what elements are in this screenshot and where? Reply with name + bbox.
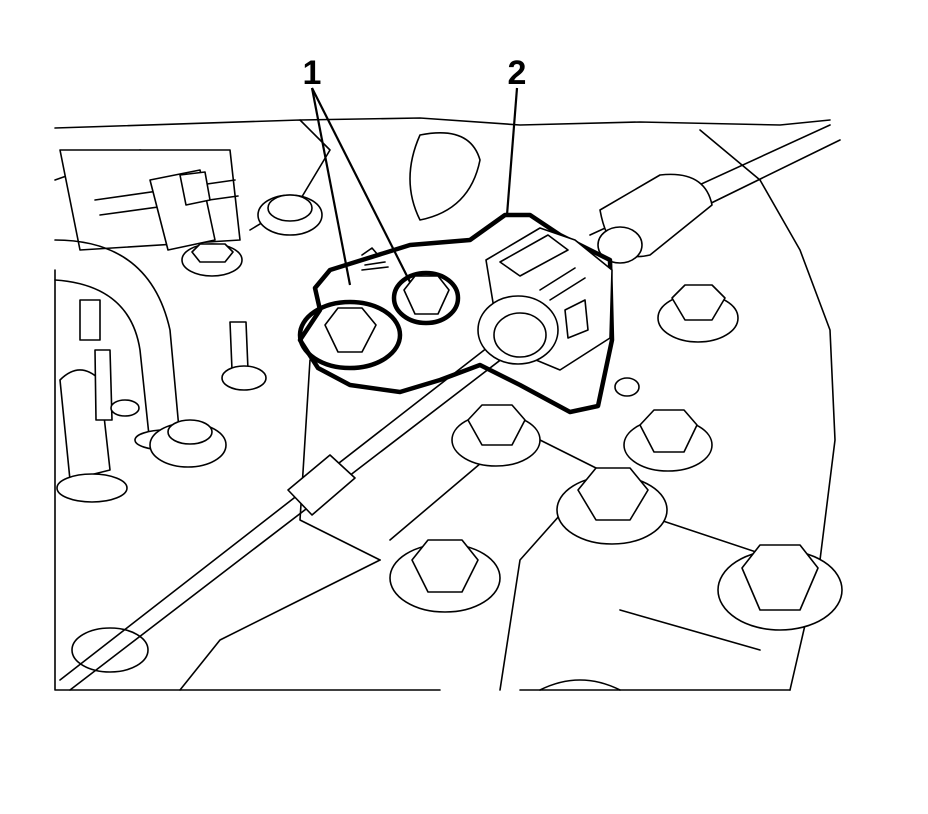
sensor-cable [59, 124, 841, 691]
sensor-bracket [297, 212, 615, 415]
bolt [657, 284, 739, 343]
bolt [556, 467, 668, 545]
bolt [71, 627, 149, 673]
leader-lines [310, 87, 519, 286]
hex-bolts [71, 194, 843, 673]
bracket-bolt [391, 270, 461, 326]
fuel-rail [59, 149, 241, 251]
bolt [389, 539, 501, 613]
sensor-connector [477, 227, 613, 371]
bracket-bolt [297, 299, 403, 371]
mounting-hole [614, 377, 640, 397]
callout-1: 1 [303, 54, 322, 92]
leader-1b [311, 87, 411, 283]
leader-1a [310, 87, 352, 286]
bolt [451, 404, 541, 467]
bracket-bolts [297, 247, 461, 371]
bolt [181, 243, 243, 277]
stud-cluster [56, 299, 267, 503]
callout-2: 2 [508, 54, 527, 92]
bolt [717, 544, 843, 631]
leader-2 [505, 87, 519, 216]
engine-block-outline [54, 117, 836, 691]
bolt [257, 194, 323, 236]
bolt [623, 409, 713, 472]
bolt [149, 419, 227, 468]
